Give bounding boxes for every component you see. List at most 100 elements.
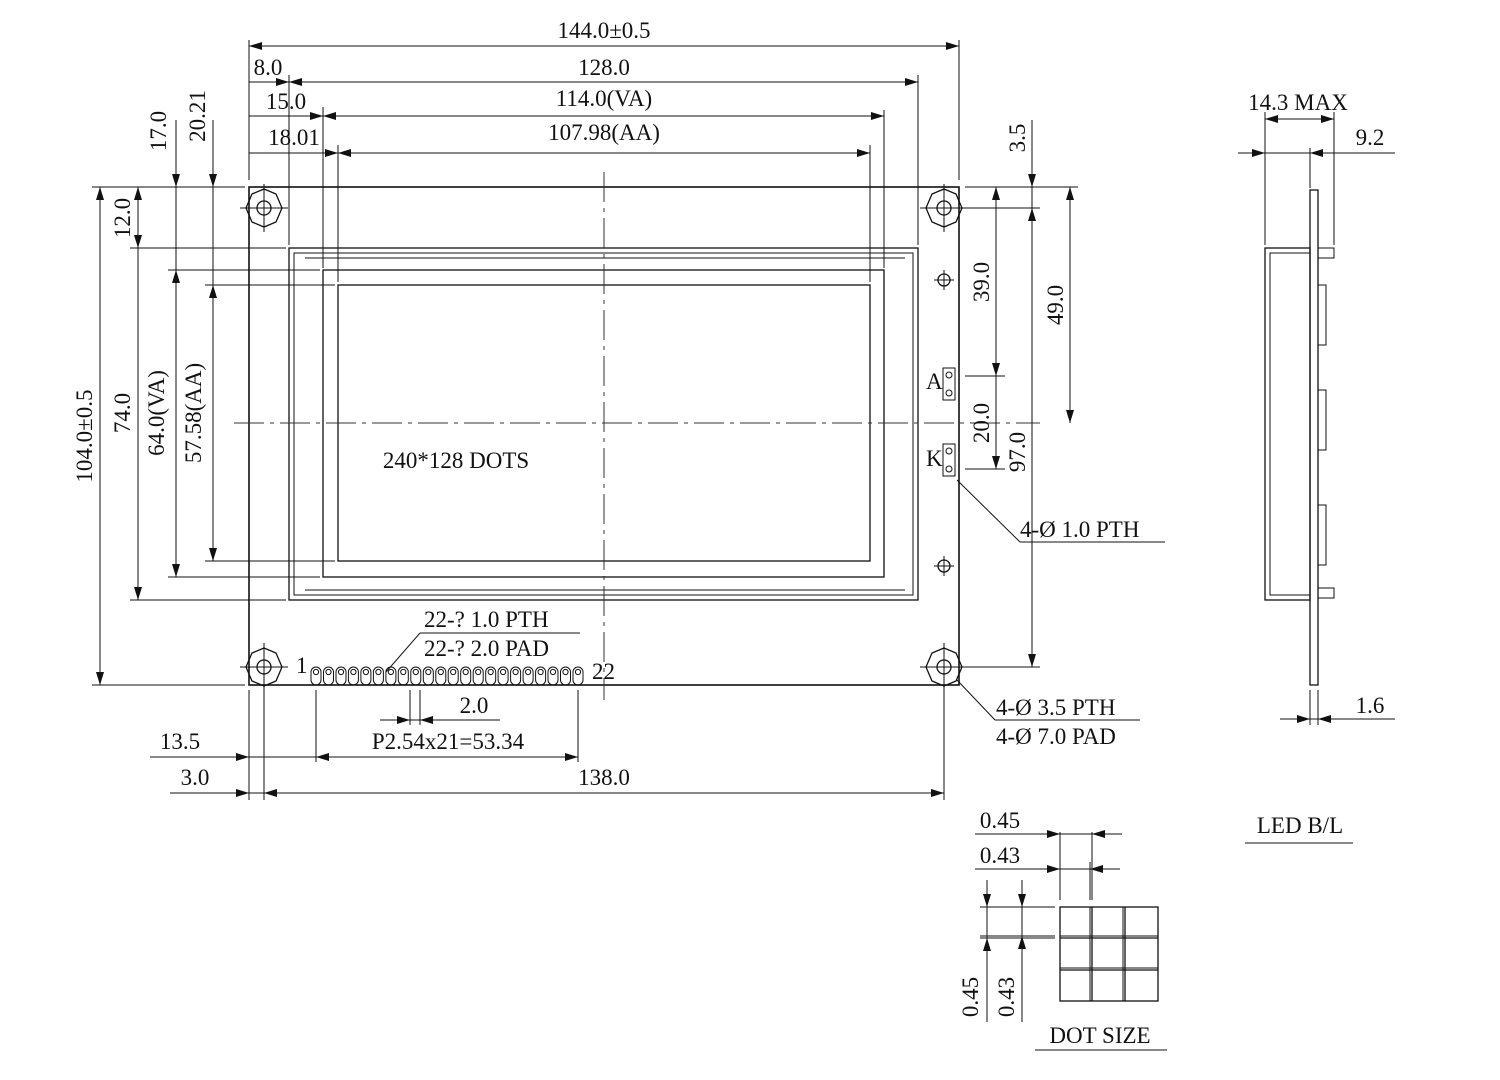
dimension-lines: [96, 42, 1165, 797]
dim-right-39: 39.0: [969, 262, 994, 302]
dot-pitch-h: 0.45: [980, 808, 1020, 833]
dot-size-v: 0.43: [994, 977, 1019, 1017]
mount-hole-br: [920, 643, 968, 691]
connector-pin: [535, 666, 547, 686]
connector-pin-hole: [362, 668, 369, 676]
connector-pin-hole: [525, 668, 532, 676]
connector-pin: [410, 666, 422, 686]
connector-pin-hole: [500, 668, 507, 676]
connector-pin: [522, 666, 534, 686]
mount-pad-label: 4-Ø 7.0 PAD: [996, 724, 1116, 749]
connector-pin: [372, 666, 384, 686]
connector-pin-hole: [337, 668, 345, 676]
connector-pin-hole: [549, 668, 557, 676]
side-caption: LED B/L: [1257, 813, 1343, 838]
extension-lines: [92, 40, 1078, 800]
connector-pin-hole: [475, 668, 482, 676]
connector-pin-hole: [450, 668, 457, 676]
connector-pin-hole: [462, 668, 469, 676]
connector-pin: [485, 666, 497, 686]
connector-pin-hole: [412, 668, 419, 676]
connector-pin: [447, 666, 459, 686]
pth-small-label: 4-Ø 1.0 PTH: [1020, 517, 1139, 542]
connector-pin: [510, 666, 522, 686]
connector-pin: [360, 666, 372, 686]
connector-pin-hole: [562, 668, 569, 676]
connector-pin: [335, 666, 347, 686]
dim-left-17: 17.0: [146, 111, 171, 151]
side-lcd-body: [1264, 247, 1311, 601]
dot-size-h: 0.43: [980, 843, 1020, 868]
side-view: 14.3 MAX 9.2 1.6 LED B/L: [1238, 90, 1395, 844]
dim-right-20: 20.0: [969, 403, 994, 443]
connector-pin: [422, 666, 434, 686]
dot-pitch-v: 0.45: [958, 977, 983, 1017]
side-thickness-92: 9.2: [1356, 125, 1385, 150]
connector-pin: [560, 666, 571, 686]
connector-pin-hole: [425, 668, 432, 676]
connector-pins: [310, 666, 584, 686]
dim-bottom-138: 138.0: [578, 765, 630, 790]
dim-bottom-135: 13.5: [160, 729, 200, 754]
dimension-text: 144.0±0.5 128.0 114.0(VA) 107.98(AA) 8.0…: [72, 18, 1139, 790]
connector-pin-hole: [437, 668, 444, 676]
connector-pin-hole: [537, 668, 544, 676]
mount-hole-bl: [240, 643, 288, 691]
pin-last-label: 22: [592, 659, 615, 684]
backlight-pad-k: [942, 443, 956, 477]
dot-size-detail: 0.45 0.43 0.45 0.43 DOT SIZE: [958, 808, 1167, 1051]
side-pcb: [1309, 189, 1319, 686]
connector-pin-hole: [487, 668, 494, 676]
connector-pin: [472, 666, 484, 686]
connector-pin-hole: [350, 668, 357, 676]
connector-pin: [547, 666, 559, 686]
dim-va-width: 114.0(VA): [556, 86, 652, 111]
dim-aa-width: 107.98(AA): [548, 120, 660, 145]
side-pcb-16: 1.6: [1356, 693, 1385, 718]
connector-pin: [323, 666, 334, 686]
connector-pin-hole: [512, 668, 519, 676]
cathode-label: K: [926, 446, 943, 471]
connector-pin: [435, 666, 447, 686]
resolution-label: 240*128 DOTS: [383, 448, 529, 473]
connector-pin: [310, 666, 322, 686]
pin-pad-label: 22-? 2.0 PAD: [424, 636, 549, 661]
dim-pin-pitch: 2.0: [460, 693, 489, 718]
anode-label: A: [926, 369, 943, 394]
mount-hole-tr: [920, 184, 968, 232]
connector-pin: [460, 666, 472, 686]
dim-right-97: 97.0: [1005, 432, 1030, 472]
dim-pin-total: P2.54x21=53.34: [372, 729, 525, 754]
connector-pin-hole: [325, 668, 332, 676]
backlight-pad-a: [942, 367, 956, 401]
front-view: [234, 172, 1040, 700]
pth-small-top: [934, 270, 954, 290]
connector-pin-hole: [375, 668, 382, 676]
connector-pin-hole: [312, 668, 320, 676]
dim-left-8: 8.0: [254, 55, 283, 80]
dim-left-2021: 20.21: [185, 90, 210, 142]
dim-right-49: 49.0: [1043, 285, 1068, 325]
dot-size-caption: DOT SIZE: [1049, 1023, 1150, 1048]
side-max-thickness: 14.3 MAX: [1248, 90, 1348, 115]
connector-pin: [397, 666, 409, 686]
pth-small-bottom: [934, 556, 954, 576]
connector-pin: [497, 666, 509, 686]
dim-74: 74.0: [110, 393, 135, 433]
connector-pin: [347, 666, 359, 686]
pin-first-label: 1: [296, 653, 308, 678]
dim-128: 128.0: [578, 55, 630, 80]
dim-overall-height: 104.0±0.5: [72, 389, 97, 482]
dim-aa-height: 57.58(AA): [181, 363, 206, 463]
connector-pin-hole: [387, 668, 394, 676]
connector-pin-hole: [574, 668, 582, 676]
pin-pth-label: 22-? 1.0 PTH: [424, 607, 549, 632]
dim-left-18: 18.01: [268, 125, 320, 150]
mount-hole-tl: [240, 184, 288, 232]
dim-va-height: 64.0(VA): [144, 370, 169, 456]
dim-top-12: 12.0: [110, 198, 135, 238]
dim-right-35: 3.5: [1005, 124, 1030, 153]
dim-bottom-30: 3.0: [181, 765, 210, 790]
connector-pin-hole: [400, 668, 407, 676]
